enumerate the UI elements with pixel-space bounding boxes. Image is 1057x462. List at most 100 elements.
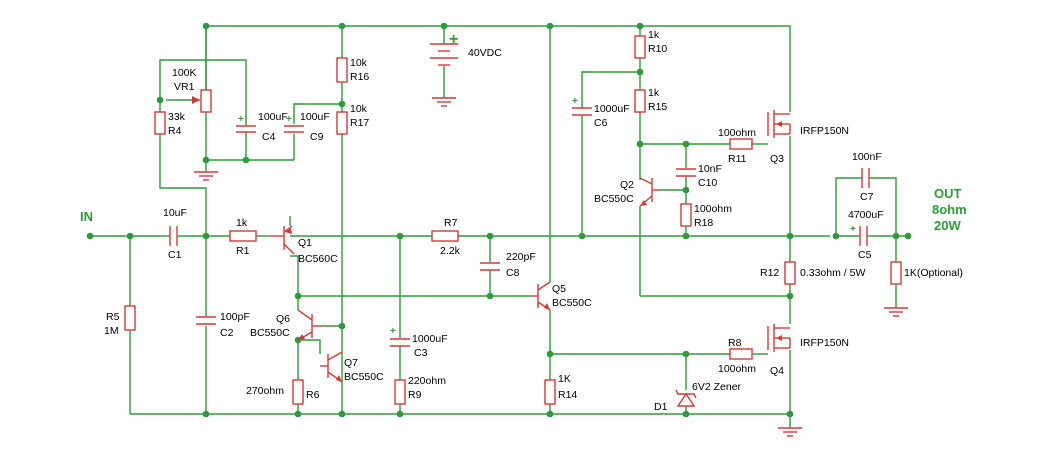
r17-value: 10k (350, 103, 368, 115)
r14-value: 1K (558, 373, 571, 385)
r1-ref: R1 (236, 245, 250, 257)
r1-value: 1k (236, 217, 248, 229)
q1-ref: Q1 (298, 237, 312, 249)
c4-ref: C4 (262, 131, 276, 143)
resistor-r16: 10k R16 (336, 57, 369, 83)
mosfet-q3: IRFP150N Q3 (767, 110, 849, 165)
resistor-r1: 1k R1 (229, 217, 257, 257)
r5-ref: R5 (106, 311, 120, 323)
q3-type: IRFP150N (800, 125, 849, 137)
r16-value: 10k (350, 57, 368, 69)
battery-symbol: + 40VDC (430, 31, 502, 107)
resistor-r4: 33k R4 (154, 111, 186, 137)
d1-ref: D1 (654, 401, 668, 413)
input-label: IN (80, 209, 93, 224)
svg-text:+: + (238, 114, 244, 125)
r12-value: 0.33ohm / 5W (800, 267, 865, 279)
svg-text:+: + (286, 114, 292, 125)
r14-ref: R14 (558, 389, 577, 401)
c5-value: 4700uF (848, 209, 884, 221)
transistor-q2: Q2 BC550C (594, 177, 660, 207)
r10-value: 1k (648, 29, 660, 41)
q2-type: BC550C (594, 193, 634, 205)
ground-symbol-1 (194, 171, 218, 181)
r17-ref: R17 (350, 117, 369, 129)
junction-dots (86, 22, 912, 418)
capacitor-c4: + 100uF C4 (236, 111, 288, 143)
r9-value: 220ohm (408, 375, 446, 387)
transistor-q1: Q1 BC560C (270, 225, 338, 265)
resistor-r12: R12 0.33ohm / 5W (760, 261, 865, 285)
ground-symbol-3 (778, 414, 802, 437)
svg-text:+: + (850, 224, 856, 235)
c9-ref: C9 (310, 131, 324, 143)
transistor-q5: Q5 BC550C (530, 281, 592, 311)
mosfet-q4: IRFP150N Q4 (767, 324, 849, 377)
r5-value: 1M (104, 325, 119, 337)
vr1-value: 100K (172, 67, 197, 79)
r9-ref: R9 (408, 389, 422, 401)
resistor-r6: 270ohm R6 (246, 379, 320, 405)
c7-ref: C7 (860, 191, 874, 203)
c8-ref: C8 (506, 267, 520, 279)
q1-type: BC560C (298, 253, 338, 265)
c1-ref: C1 (168, 249, 182, 261)
q2-ref: Q2 (620, 179, 634, 191)
r11-ref: R11 (728, 153, 747, 165)
q3-ref: Q3 (770, 153, 784, 165)
r4-value: 33k (168, 111, 186, 123)
q4-type: IRFP150N (800, 337, 849, 349)
battery-plus-sign: + (449, 31, 458, 48)
q7-type: BC550C (344, 371, 384, 383)
r7-ref: R7 (444, 217, 458, 229)
transistor-q6: Q6 BC550C (250, 309, 322, 341)
r15-ref: R15 (648, 101, 667, 113)
resistor-r9: 220ohm R9 (394, 375, 446, 405)
resistor-r8: R8 100ohm (718, 337, 756, 375)
r11-value: 100ohm (718, 127, 756, 139)
r10-ref: R10 (648, 43, 667, 55)
c9-value: 100uF (300, 111, 330, 123)
c1-value: 10uF (163, 207, 187, 219)
capacitor-c3: + 1000uF C3 (390, 326, 448, 359)
resistor-optional: 1K(Optional) (890, 261, 963, 285)
r-optional-value: 1K(Optional) (904, 267, 963, 279)
r18-ref: R18 (694, 217, 713, 229)
capacitor-c9: + 100uF C9 (284, 111, 330, 143)
d1-value: 6V2 Zener (692, 381, 742, 393)
vr1-ref: VR1 (174, 81, 195, 93)
potentiometer-vr1: 100K VR1 (172, 67, 212, 113)
r12-ref: R12 (760, 267, 779, 279)
q5-ref: Q5 (552, 283, 566, 295)
transistor-q7: Q7 BC550C (320, 351, 384, 383)
r4-ref: R4 (168, 125, 182, 137)
zener-diode-d1: 6V2 Zener D1 (654, 381, 742, 413)
r18-value: 100ohm (694, 203, 732, 215)
c2-ref: C2 (220, 327, 234, 339)
resistor-r18: 100ohm R18 (680, 203, 732, 229)
capacitor-c5: + 4700uF C5 (848, 209, 884, 261)
c7-value: 100nF (852, 151, 882, 163)
resistor-r14: 1K R14 (544, 373, 577, 405)
r6-ref: R6 (306, 389, 320, 401)
c6-value: 1000uF (594, 103, 630, 115)
q5-type: BC550C (552, 297, 592, 309)
c2-value: 100pF (220, 311, 250, 323)
capacitor-c10: 10nF C10 (676, 163, 722, 189)
c3-value: 1000uF (412, 333, 448, 345)
q4-ref: Q4 (770, 365, 784, 377)
svg-text:+: + (390, 326, 396, 337)
c10-value: 10nF (698, 163, 722, 175)
c4-value: 100uF (258, 111, 288, 123)
resistor-r15: 1k R15 (634, 87, 667, 113)
capacitor-c8: 220pF C8 (480, 251, 536, 279)
r6-value: 270ohm (246, 385, 284, 397)
q6-ref: Q6 (276, 313, 290, 325)
output-impedance-label: 8ohm (932, 202, 967, 217)
resistor-r10: 1k R10 (634, 29, 667, 59)
r8-ref: R8 (728, 337, 742, 349)
r8-value: 100ohm (718, 363, 756, 375)
supply-voltage-label: 40VDC (468, 47, 502, 59)
